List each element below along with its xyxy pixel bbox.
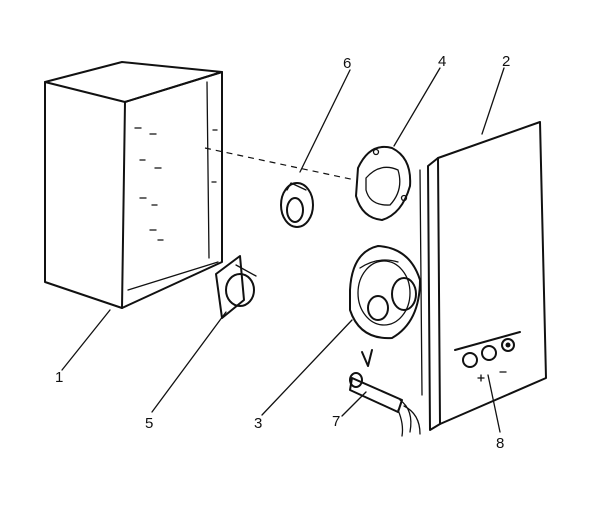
cabinet-inner-edge xyxy=(206,81,210,259)
callout-3: 3 xyxy=(254,415,262,432)
part-6-tweeter xyxy=(280,182,314,228)
callout-7: 7 xyxy=(332,413,340,430)
callout-8: 8 xyxy=(496,435,504,452)
callout-5: 5 xyxy=(145,415,153,432)
panel-back-edge xyxy=(419,169,423,396)
panel-face xyxy=(437,121,547,425)
part-8-terminal-plate xyxy=(454,331,521,382)
alignment-line xyxy=(204,147,356,181)
leader-5 xyxy=(151,311,227,413)
leader-4 xyxy=(393,67,441,147)
part-4-driver xyxy=(355,146,412,221)
part-2-front-panel xyxy=(419,121,547,431)
terminal-knob xyxy=(462,352,478,368)
leader-lines xyxy=(61,67,505,433)
part-7-crossover xyxy=(349,349,421,437)
callout-1: 1 xyxy=(55,369,63,386)
leader-3 xyxy=(261,319,353,416)
leader-2 xyxy=(481,67,505,135)
callout-labels: 1 2 3 4 5 6 7 8 xyxy=(55,53,510,452)
part-5-bracket xyxy=(215,255,257,319)
panel-edge xyxy=(427,157,441,431)
cabinet-front-frame xyxy=(121,71,223,309)
callout-2: 2 xyxy=(502,53,510,70)
cabinet-bottom-lip xyxy=(127,261,219,291)
leader-6 xyxy=(299,69,351,173)
leader-7 xyxy=(341,391,367,417)
callout-4: 4 xyxy=(438,53,446,70)
cabinet-side xyxy=(44,81,126,309)
terminal-knob xyxy=(501,338,515,352)
terminal-knob xyxy=(481,345,497,361)
part-3-woofer xyxy=(349,245,421,340)
callout-6: 6 xyxy=(343,55,351,72)
leader-1 xyxy=(61,309,111,371)
cabinet-inner-ticks xyxy=(134,127,218,241)
leader-8 xyxy=(487,374,501,433)
cabinet-top xyxy=(44,61,223,103)
part-1-cabinet xyxy=(44,61,223,309)
